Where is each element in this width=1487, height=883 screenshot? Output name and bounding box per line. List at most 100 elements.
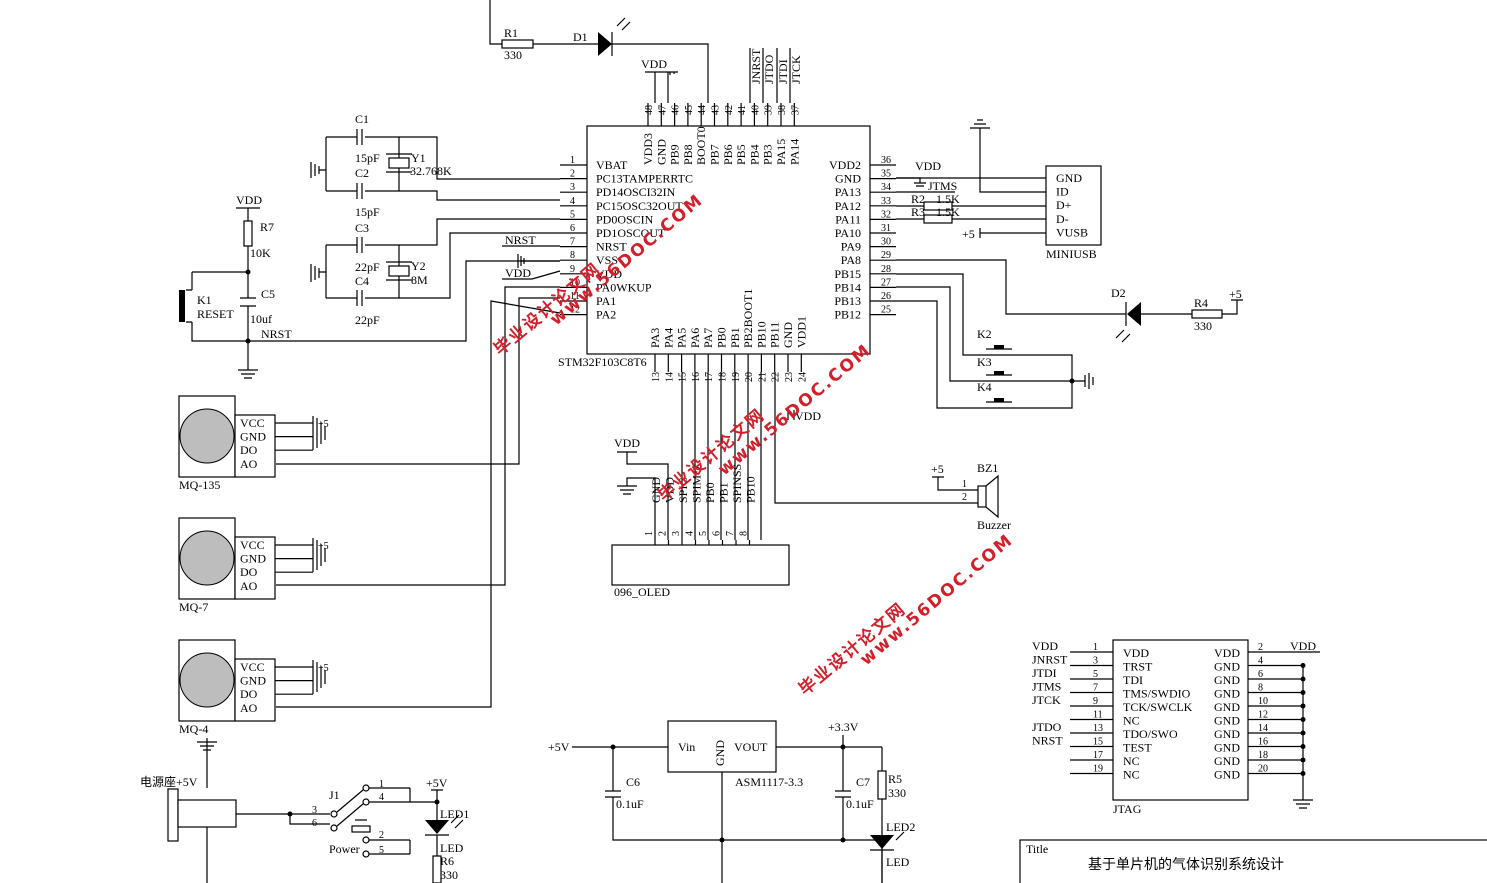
net-jtms: JTMS	[928, 179, 957, 193]
sensor-pinbox	[234, 536, 276, 600]
jtag-net-label: JTDO	[1032, 720, 1062, 734]
led-d2-circuit: D2 R4 330 +5	[896, 259, 1243, 343]
mcu-pin-number: 7	[570, 237, 575, 248]
ldo-part: ASM1117-3.3	[735, 775, 803, 789]
mcu-pin-name: PA7	[701, 328, 715, 348]
mcu-pin-number: 45	[684, 105, 695, 115]
oled-pin-number: 4	[685, 531, 696, 536]
jtag-pin-number: 5	[1093, 669, 1098, 680]
mcu-pin-name: PB8	[681, 144, 695, 165]
ldo-vin: Vin	[678, 740, 695, 754]
mcu-pin-name: PB4	[747, 144, 761, 165]
jtag-pin-number: 19	[1093, 764, 1103, 775]
sensor-name: MQ-135	[179, 478, 220, 492]
usb-pin-name: GND	[1056, 171, 1082, 185]
mcu-pin-number: 10	[570, 277, 580, 288]
jtag-pin-number: 6	[1258, 669, 1263, 680]
k1-reset-label: RESET	[197, 307, 234, 321]
mcu-pin-number: 47	[657, 105, 668, 115]
net-jtdi: JTDI	[776, 59, 790, 84]
c5-label: C5	[261, 287, 275, 301]
oled-vdd-bottom: VDD	[795, 409, 821, 423]
jtag-pin-name: TRST	[1123, 660, 1153, 674]
power-plus5v: +5V	[426, 776, 448, 790]
led1-label: LED1	[440, 807, 469, 821]
c1-label: C1	[355, 112, 369, 126]
mcu-pin-number: 8	[570, 250, 575, 261]
led-d1-circuit: R1 330 D1	[489, 0, 709, 103]
mcu-pin-name: PA2	[596, 308, 616, 322]
mcu-pin-number: 30	[881, 237, 891, 248]
jtag-pin-number: 11	[1093, 710, 1103, 721]
jtag-pin-name: NC	[1123, 714, 1140, 728]
oled-pin-name: VDD	[663, 477, 677, 503]
mcu-pin-name: PB1	[728, 327, 742, 348]
mcu-pin-number: 42	[724, 105, 735, 115]
r2-value: 1.5K	[936, 192, 960, 206]
sensor-dome-icon	[179, 652, 235, 708]
mcu-pin-number: 23	[784, 372, 795, 382]
sensor-name: MQ-4	[179, 722, 208, 736]
mcu-pin-number: 14	[664, 372, 675, 382]
power-input: 电源座+5V J1 Power 1 4 2 5 3 6 +5V LED1 LED…	[140, 738, 469, 883]
led1-led: LED	[440, 841, 464, 855]
c6-label: C6	[626, 775, 640, 789]
oled-pin-name: PB1	[717, 482, 731, 503]
oled-vdd-label: VDD	[614, 436, 640, 450]
r2-label: R2	[911, 192, 925, 206]
c3-value: 22pF	[355, 260, 380, 274]
jtag-pin-name: TCK/SWCLK	[1123, 700, 1193, 714]
c2-label: C2	[355, 166, 369, 180]
bz1-label: BZ1	[977, 461, 998, 475]
mcu-pin-number: 16	[691, 372, 702, 382]
crystal-circuits: C1 15pF C2 15pF Y1 32.768K C3 22pF C4 22…	[310, 112, 560, 327]
sensor-dome-icon	[179, 408, 235, 464]
net-jtck: JTCK	[789, 55, 803, 84]
mcu-pin-name: PD14OSCI32IN	[596, 185, 676, 199]
jtag-pin-number: 4	[1258, 656, 1263, 667]
mcu-pin-number: 36	[881, 155, 891, 166]
mcu-pin-number: 17	[704, 372, 715, 382]
mcu-pin-name: VDD3	[641, 133, 655, 165]
sensor-pin-name: GND	[240, 430, 266, 444]
jtag-pin-name: TDO/SWO	[1123, 727, 1178, 741]
oled-pin-number: 1	[644, 531, 655, 536]
mcu-pin-number: 15	[678, 372, 689, 382]
mcu-pin-number: 44	[697, 105, 708, 115]
k4-label: K4	[977, 380, 992, 394]
y1-label: Y1	[411, 151, 426, 165]
miniusb-label: MINIUSB	[1046, 247, 1097, 261]
mcu-pin-name: GND	[654, 139, 668, 165]
mcu-pin-name: BOOT0	[694, 126, 708, 165]
sensor-pin-name: GND	[240, 552, 266, 566]
jtag-pin-name: GND	[1214, 741, 1240, 755]
y2-value: 8M	[411, 273, 428, 287]
jtag-pin-name: GND	[1214, 700, 1240, 714]
mcu-pin-name: VSS	[596, 253, 618, 267]
buzzer: BZ1 Buzzer +5 1 2	[774, 372, 1011, 532]
j1-label: J1	[329, 788, 340, 802]
k1-label: K1	[197, 293, 212, 307]
j1-pin5: 5	[379, 845, 384, 856]
mcu-pin-number: 12	[570, 305, 580, 316]
watermark-url-3: www.56DOC.COM	[856, 530, 1017, 670]
j1-pin6: 6	[312, 818, 317, 829]
mcu-pin-number: 6	[570, 223, 575, 234]
c3-label: C3	[355, 221, 369, 235]
sensor-pin-name: VCC	[240, 660, 265, 674]
c7-value: 0.1uF	[846, 797, 874, 811]
mcu-pin-name: VDD2	[829, 158, 861, 172]
mcu-pin-number: 35	[881, 169, 891, 180]
jtag-net-label: JTMS	[1032, 680, 1061, 694]
k3-label: K3	[977, 355, 992, 369]
mcu-pin-name: PB12	[834, 308, 861, 322]
jtag-pin-number: 20	[1258, 764, 1268, 775]
net-nrst-left: NRST	[505, 233, 536, 247]
oled-pin-name: SPIC	[676, 478, 690, 503]
oled-pin-number: 6	[712, 531, 723, 536]
c4-value: 22pF	[355, 313, 380, 327]
mcu-pin-number: 26	[881, 291, 891, 302]
mcu-pin-number: 32	[881, 209, 891, 220]
